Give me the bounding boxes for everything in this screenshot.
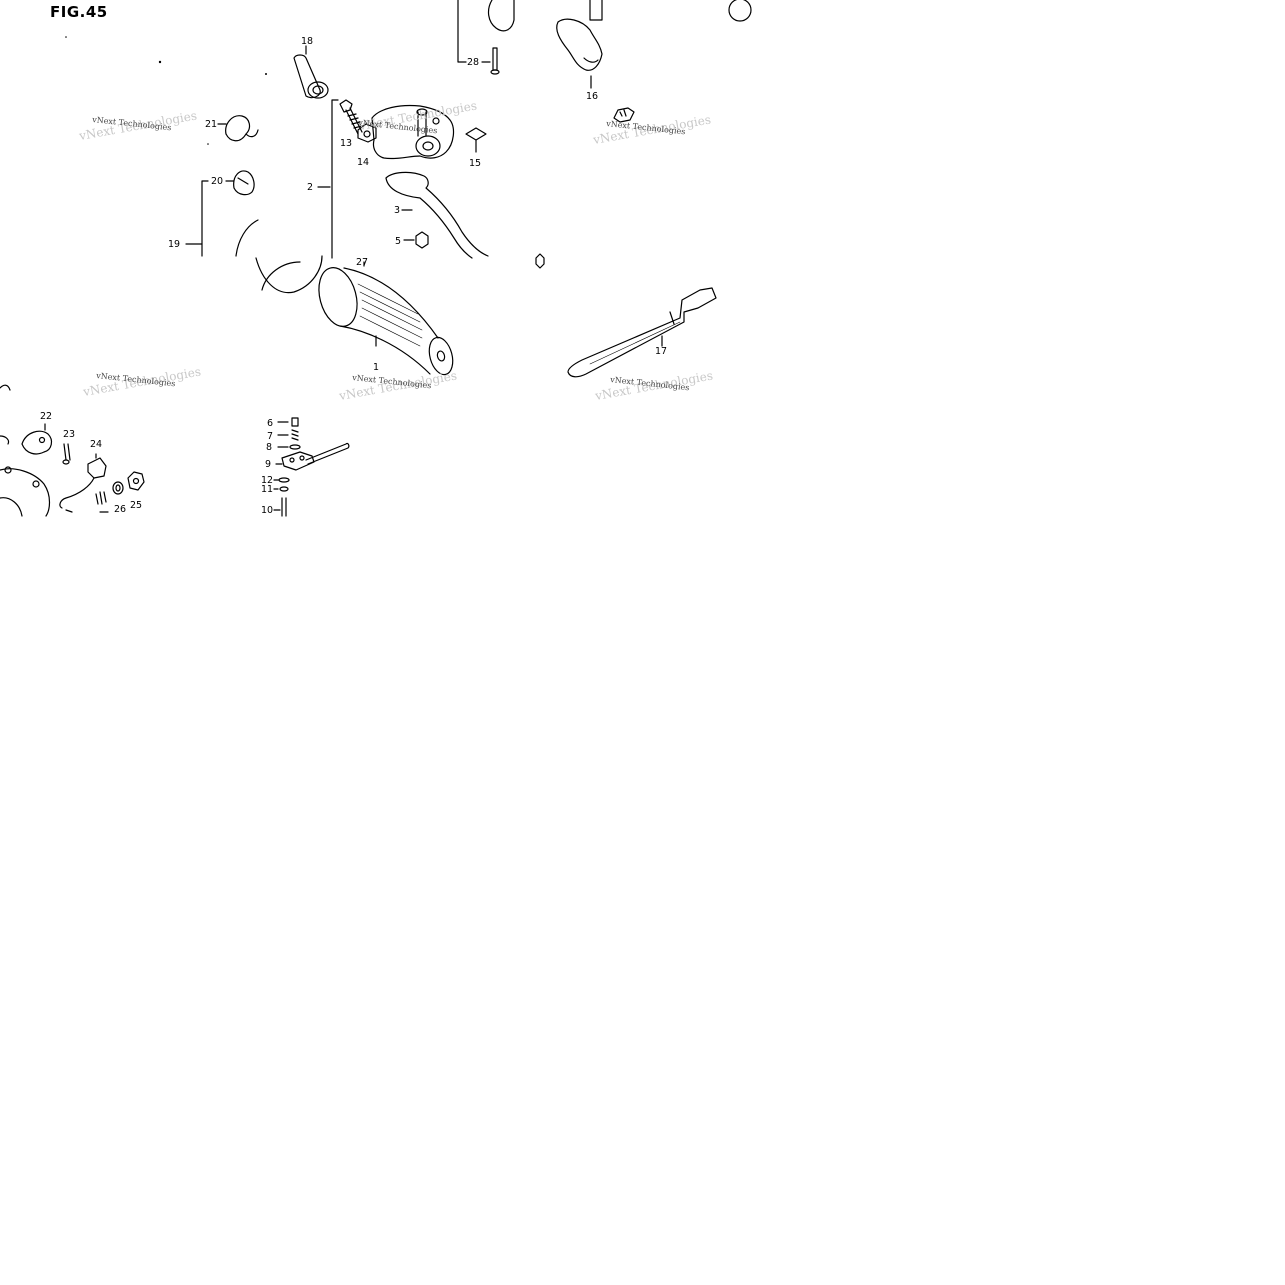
callout-25: 25 xyxy=(130,500,142,511)
part-14-nut xyxy=(357,123,377,143)
part-3-lever xyxy=(385,171,489,259)
callout-14: 14 xyxy=(357,157,369,168)
part-switch-housing-bottom-left xyxy=(0,466,51,517)
part-8-washer xyxy=(277,444,301,450)
callout-23: 23 xyxy=(63,429,75,440)
part-9-switch xyxy=(275,442,350,471)
callout-21: 21 xyxy=(205,119,217,130)
callout-labels: 18 28 16 21 13 14 15 20 2 3 5 19 27 17 1… xyxy=(40,36,667,516)
part-21-clamp xyxy=(217,115,259,142)
part-24-cable xyxy=(59,453,107,513)
part-26-bushing xyxy=(112,481,124,495)
callout-16: 16 xyxy=(586,91,598,102)
callout-7: 7 xyxy=(267,431,273,442)
part-switch-housing-left xyxy=(235,219,323,294)
callout-11: 11 xyxy=(261,484,273,495)
part-17-cable-tie xyxy=(567,287,717,378)
circle-marker xyxy=(728,0,752,22)
callout-19: 19 xyxy=(168,239,180,250)
callout-13: 13 xyxy=(340,138,352,149)
callout-12: 12 xyxy=(261,475,273,486)
part-22-clamp xyxy=(21,423,53,455)
callout-6: 6 xyxy=(267,418,273,429)
part-28-screw xyxy=(481,47,500,75)
part-11-washer xyxy=(273,486,289,492)
callout-15: 15 xyxy=(469,158,481,169)
callout-22: 22 xyxy=(40,411,52,422)
part-small-nut-right xyxy=(535,253,545,269)
bracket-19 xyxy=(185,180,209,257)
callout-9: 9 xyxy=(265,459,271,470)
figure-title: FIG.45 xyxy=(50,3,108,21)
part-spring xyxy=(95,491,109,513)
part-12-washer xyxy=(273,477,290,483)
callout-20: 20 xyxy=(211,176,223,187)
part-5-nut xyxy=(403,231,429,249)
part-6-screw xyxy=(277,417,299,427)
callout-26: 26 xyxy=(114,504,126,515)
callout-5: 5 xyxy=(395,236,401,247)
callout-3: 3 xyxy=(394,205,400,216)
callout-18: 18 xyxy=(301,36,313,47)
part-15-bolt xyxy=(465,127,487,153)
part-top-bracket xyxy=(457,0,603,63)
callout-28: 28 xyxy=(467,57,479,68)
callout-1: 1 xyxy=(373,362,379,373)
callout-10: 10 xyxy=(261,505,273,516)
part-20-clamp xyxy=(225,170,255,196)
callout-24: 24 xyxy=(90,439,102,450)
callout-27: 27 xyxy=(356,257,368,268)
bracket-2 xyxy=(317,99,339,259)
part-lever-bracket xyxy=(371,104,455,160)
part-25-nut xyxy=(127,471,145,491)
part-small-bracket-right xyxy=(613,107,635,123)
part-7-spring xyxy=(277,429,299,441)
callout-2: 2 xyxy=(307,182,313,193)
part-27-grip xyxy=(318,261,454,376)
part-left-edge-fragments xyxy=(0,384,11,445)
callout-8: 8 xyxy=(266,442,272,453)
part-18-throttle-tube xyxy=(293,45,329,99)
part-10-pin xyxy=(273,497,287,517)
part-16-boot xyxy=(556,18,603,89)
callout-17: 17 xyxy=(655,346,667,357)
part-23-pin xyxy=(62,443,71,465)
